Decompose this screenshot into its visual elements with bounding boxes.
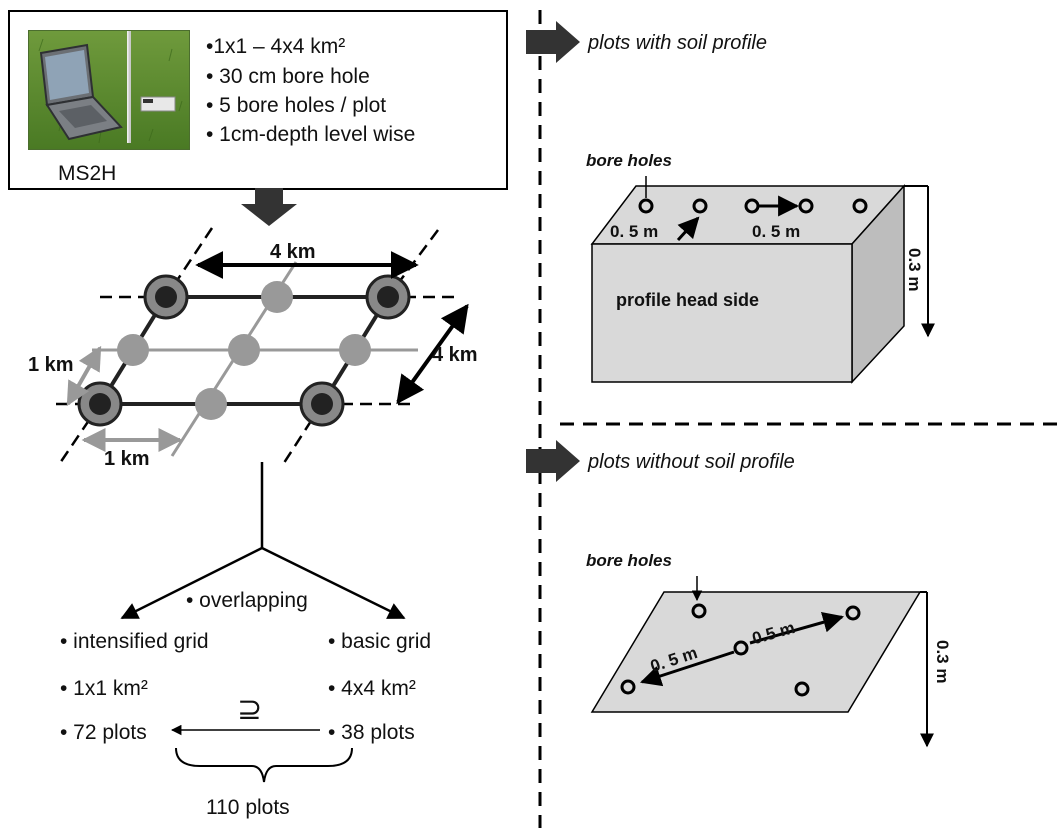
plane-bore-holes-label: bore holes (586, 551, 672, 570)
overlapping-label: • overlapping (186, 589, 308, 612)
right-grid-type: • basic grid (328, 630, 432, 653)
dim-arrow-side (396, 303, 469, 405)
profile-bore-holes-label: bore holes (586, 151, 672, 170)
plane-arrow-left (640, 650, 735, 687)
spec-area: •1x1 – 4x4 km² (206, 35, 346, 58)
grid-intermediate-points (117, 281, 371, 420)
laptop-field-photo (28, 30, 190, 150)
plane-depth-label: 0.3 m (933, 640, 952, 684)
left-grid-area: • 1x1 km² (60, 677, 148, 700)
left-grid-plots: • 72 plots (60, 721, 147, 744)
grid-label-side: 4 km (432, 344, 478, 366)
plane-surface (590, 591, 922, 713)
profile-bore-holes (638, 198, 868, 214)
dim-arrow-left (66, 345, 102, 407)
grid-label-left: 1 km (28, 354, 74, 376)
block-arrow-right-icon (526, 440, 580, 482)
profile-face-label: profile head side (616, 290, 760, 310)
profile-depth-label: 0.3 m (905, 248, 924, 292)
plane-arrow-right (749, 612, 845, 645)
total-brace (175, 747, 353, 783)
block-arrow-down-icon (241, 188, 297, 226)
instrument-box: MS2H •1x1 – 4x4 km² • 30 cm bore hole • … (8, 10, 508, 190)
right-grid-area: • 4x4 km² (328, 677, 416, 700)
profile-spacing-b: 0. 5 m (752, 222, 801, 241)
right-grid-plots: • 38 plots (328, 721, 415, 744)
total-plots: 110 plots (206, 796, 290, 819)
instrument-name: MS2H (58, 162, 117, 185)
plane-bore-holes (620, 603, 861, 697)
profile-box-face (591, 243, 853, 383)
profile-spacing-a: 0. 5 m (610, 222, 659, 241)
profile-arrow-diag (676, 216, 700, 242)
heading-without-profile: plots without soil profile (588, 451, 795, 473)
grid-label-top: 4 km (270, 241, 316, 263)
branch-tree (120, 462, 406, 620)
block-arrow-right-icon (526, 21, 580, 63)
relation-symbol: ⊇ (237, 693, 263, 726)
spec-borehole-depth: • 30 cm bore hole (206, 65, 370, 88)
spec-depth-level: • 1cm-depth level wise (206, 123, 416, 146)
spec-boreholes-per-plot: • 5 bore holes / plot (206, 94, 387, 117)
grid-label-bottom: 1 km (104, 448, 150, 470)
heading-with-profile: plots with soil profile (588, 32, 767, 54)
left-grid-type: • intensified grid (60, 630, 209, 653)
